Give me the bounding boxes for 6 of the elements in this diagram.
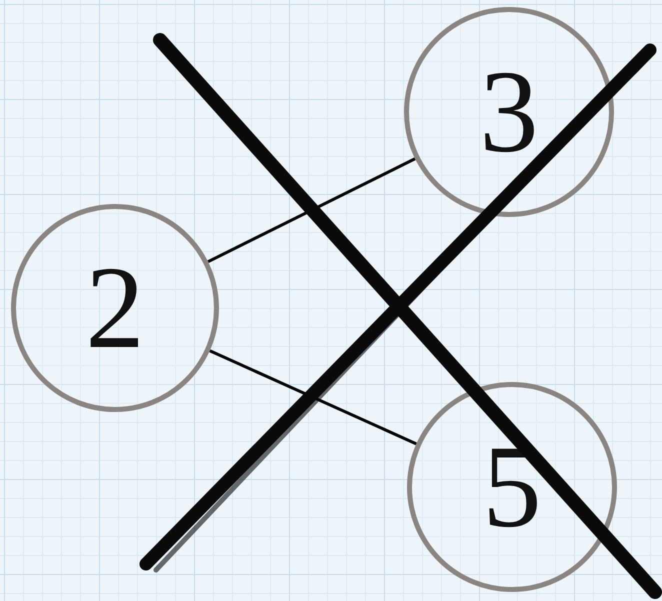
number-label: 2	[86, 249, 144, 367]
connector-line	[209, 349, 417, 446]
connector-line	[207, 157, 416, 264]
number-label: 3	[480, 53, 538, 171]
number-circle	[404, 7, 614, 217]
number-circle	[407, 382, 617, 592]
